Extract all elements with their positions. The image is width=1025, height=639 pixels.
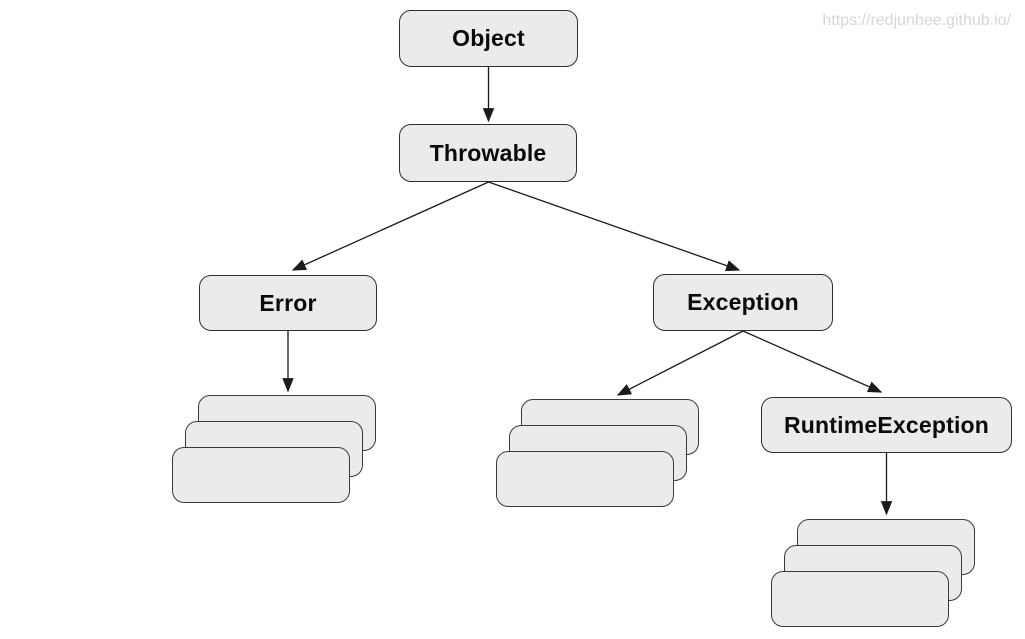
- node-object-label: Object: [452, 25, 525, 51]
- node-error-label: Error: [259, 289, 317, 316]
- node-throwable: Throwable: [399, 124, 577, 182]
- node-runtime-exception-label: RuntimeException: [783, 411, 990, 438]
- edge-exception-stack: [616, 330, 744, 396]
- edge-throwable-error: [291, 181, 489, 271]
- edge-throwable-exception: [488, 181, 741, 272]
- watermark-url: https://redjunhee.github.io/: [822, 12, 1011, 29]
- stack-card-error-3: [172, 447, 350, 503]
- edge-exception-runtime: [742, 330, 883, 393]
- stack-card-runtime-3: [771, 571, 949, 627]
- node-exception-label: Exception: [687, 289, 799, 315]
- node-throwable-label: Throwable: [429, 139, 547, 166]
- node-exception: Exception: [653, 274, 833, 331]
- node-runtime-exception: RuntimeException: [761, 397, 1012, 453]
- node-object: Object: [399, 10, 578, 67]
- stack-card-exception-3: [496, 451, 674, 507]
- node-error: Error: [199, 275, 377, 331]
